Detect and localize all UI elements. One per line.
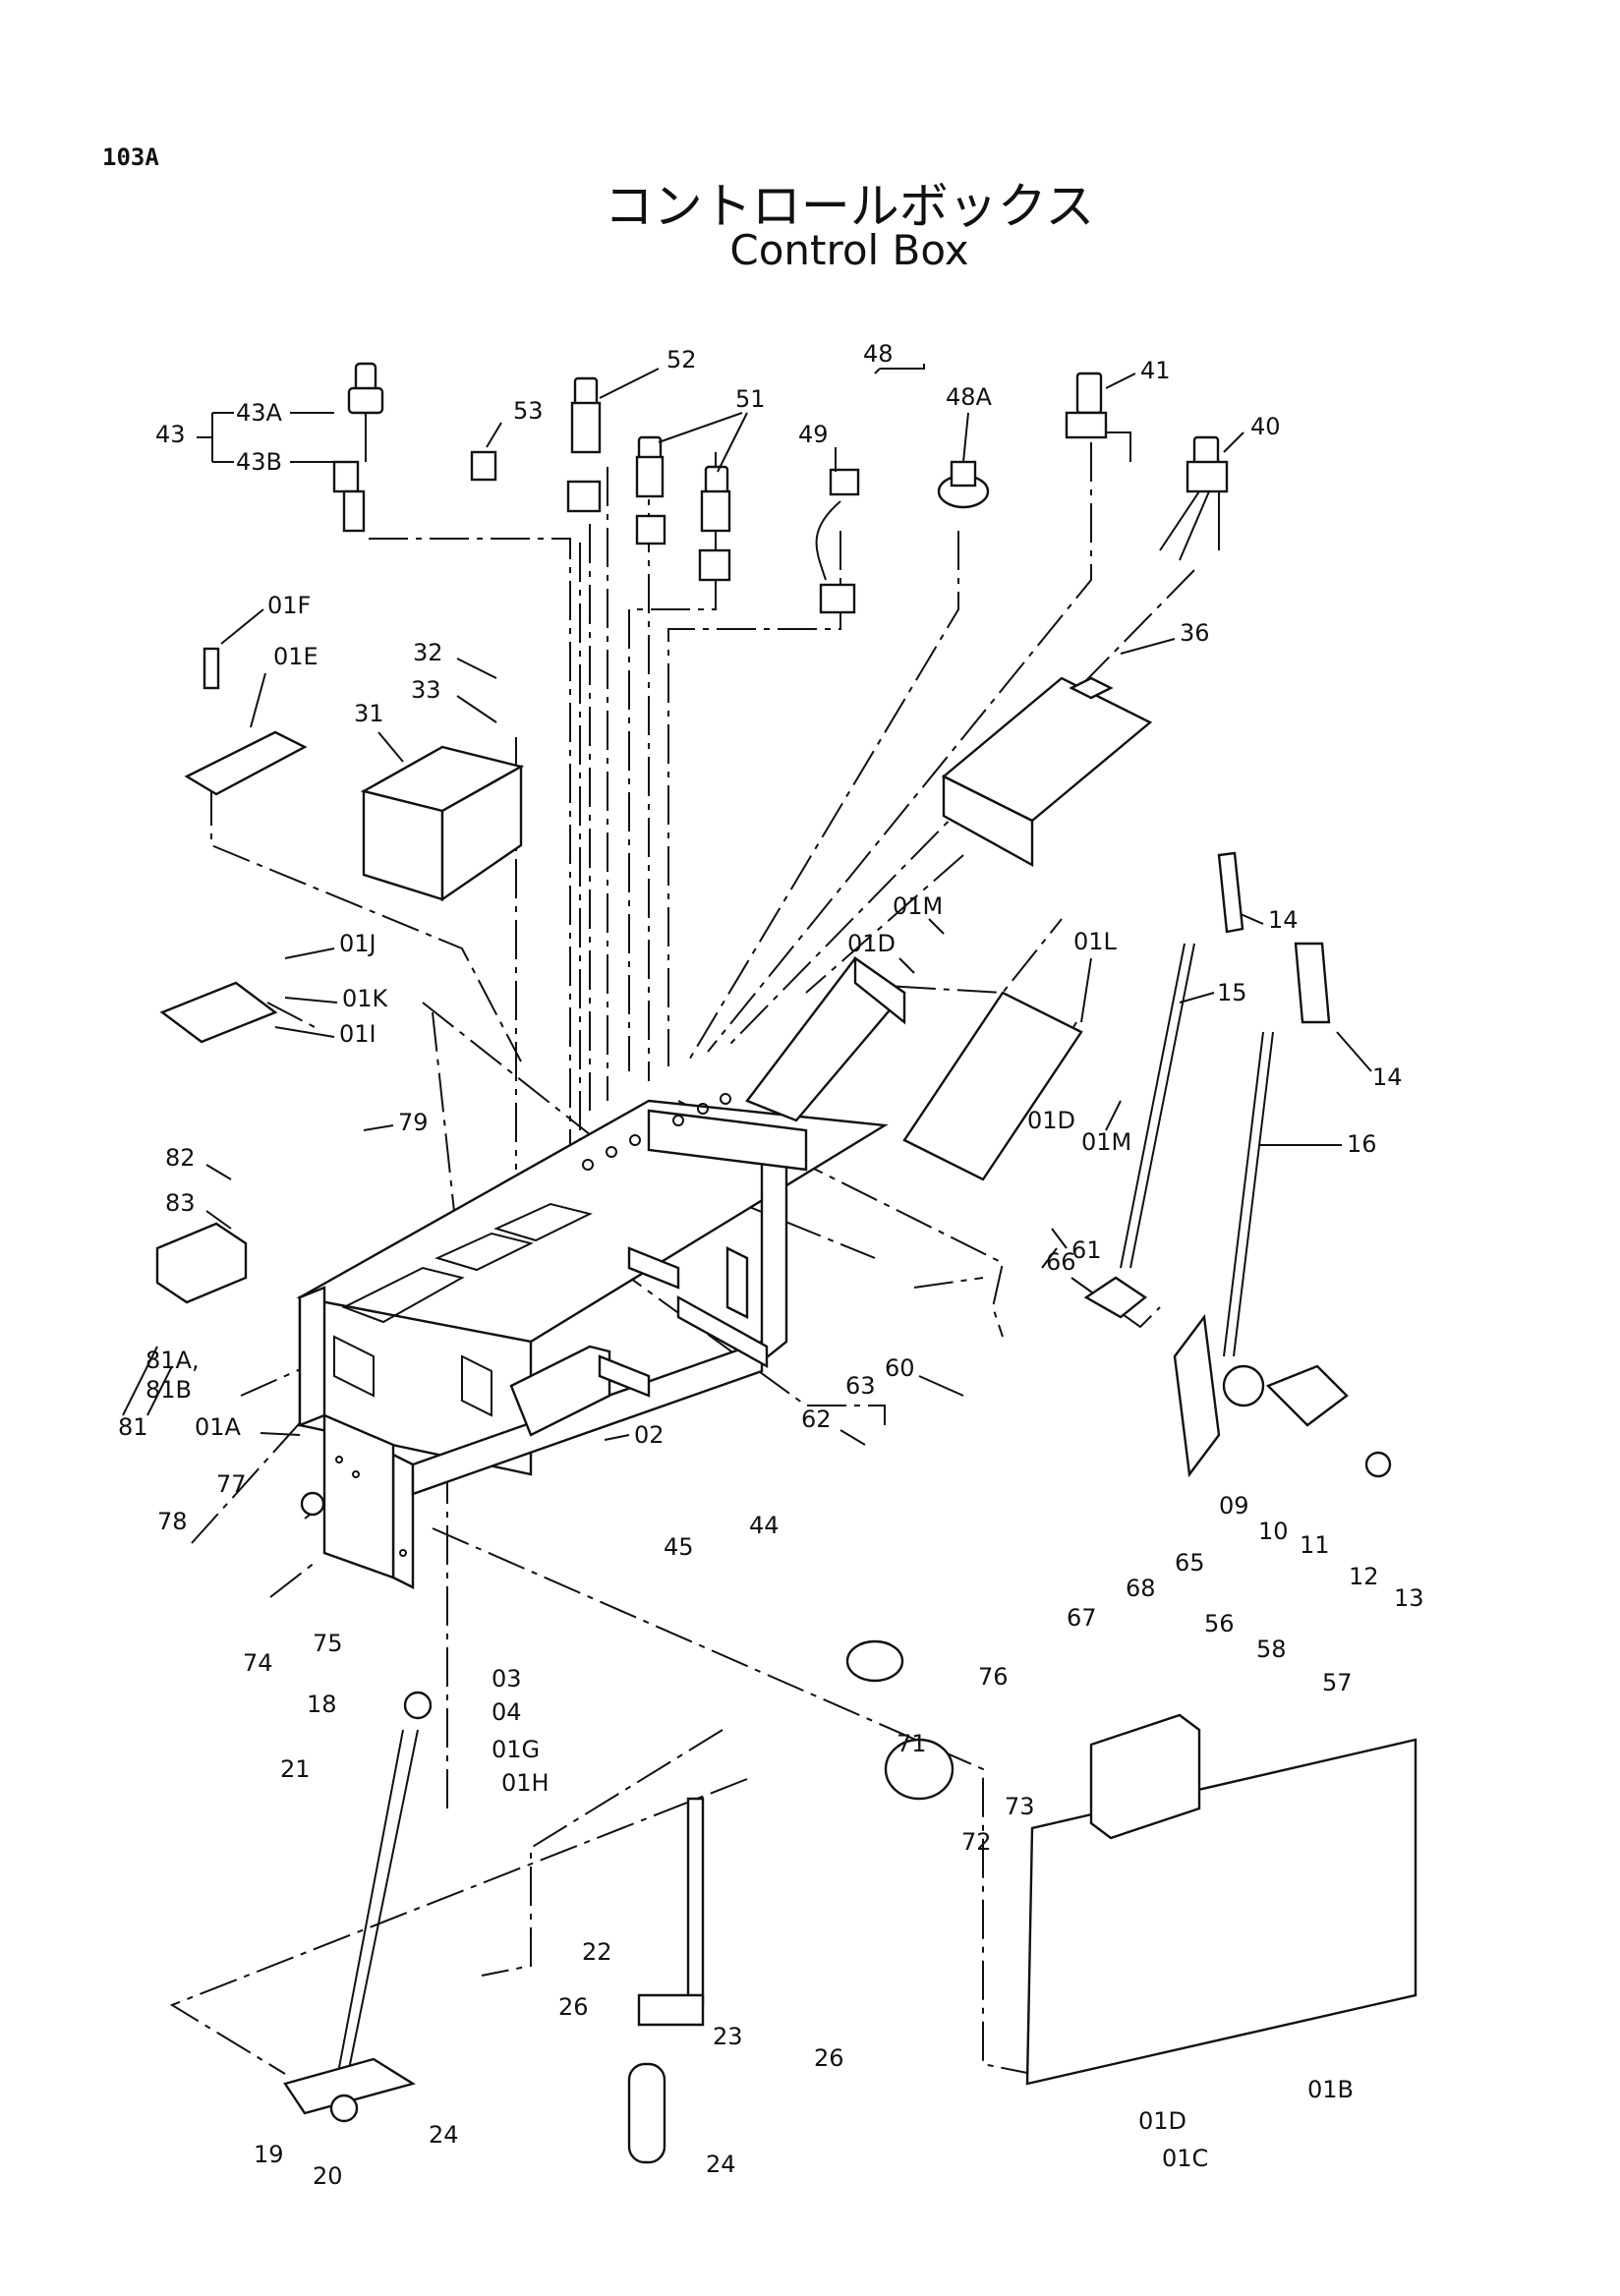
callout-31: 31: [354, 700, 384, 727]
callout-12: 12: [1349, 1563, 1379, 1590]
callout-56: 56: [1204, 1610, 1235, 1637]
callout-01D-bottom: 01D: [1138, 2107, 1186, 2135]
callout-01E: 01E: [273, 643, 318, 670]
callout-52: 52: [666, 346, 697, 373]
callout-01D-mid: 01D: [1027, 1107, 1075, 1134]
callout-23: 23: [713, 2023, 743, 2050]
callout-26-right: 26: [814, 2044, 844, 2072]
callout-76: 76: [978, 1663, 1009, 1691]
title-japanese: コントロールボックス: [604, 178, 1095, 235]
page-code: 103A: [102, 144, 159, 171]
callout-81A: 81A,: [145, 1347, 200, 1374]
callout-18: 18: [307, 1691, 337, 1718]
callout-14-right: 14: [1372, 1063, 1403, 1091]
callout-10: 10: [1258, 1518, 1289, 1545]
callout-01F: 01F: [267, 592, 311, 619]
callout-01B: 01B: [1307, 2076, 1354, 2103]
callout-58: 58: [1256, 1636, 1287, 1663]
levers: [283, 851, 1392, 2164]
callout-79: 79: [398, 1109, 429, 1136]
callout-36: 36: [1180, 619, 1210, 647]
callout-16: 16: [1347, 1130, 1377, 1158]
callout-01M-mid: 01M: [1081, 1128, 1131, 1156]
callout-60: 60: [885, 1354, 915, 1382]
callout-03: 03: [492, 1665, 522, 1693]
callout-63: 63: [845, 1372, 876, 1400]
callout-14-top: 14: [1268, 906, 1299, 934]
callout-40: 40: [1250, 413, 1281, 440]
callout-72: 72: [961, 1828, 992, 1856]
callout-73: 73: [1005, 1793, 1035, 1820]
callout-78: 78: [157, 1508, 188, 1535]
callout-02: 02: [634, 1421, 665, 1449]
callout-49: 49: [798, 421, 829, 448]
callout-33: 33: [411, 676, 441, 704]
callout-01J: 01J: [339, 930, 376, 957]
callout-01A: 01A: [195, 1413, 242, 1441]
callout-04: 04: [492, 1698, 522, 1726]
callout-77: 77: [216, 1470, 247, 1498]
callout-24-left: 24: [429, 2121, 459, 2149]
callout-43B: 43B: [236, 448, 282, 476]
callout-45: 45: [664, 1533, 694, 1561]
callout-74: 74: [243, 1649, 273, 1677]
callout-43A: 43A: [236, 399, 283, 427]
callout-01H: 01H: [501, 1769, 550, 1797]
callout-81B: 81B: [145, 1376, 192, 1404]
callout-61: 61: [1071, 1236, 1102, 1264]
callout-83: 83: [165, 1189, 196, 1217]
callout-44: 44: [749, 1512, 780, 1539]
harness-switches: [332, 362, 1229, 614]
callout-11: 11: [1300, 1531, 1330, 1559]
callout-15: 15: [1217, 979, 1247, 1006]
callout-01I: 01I: [339, 1020, 376, 1048]
callout-01L: 01L: [1073, 928, 1118, 955]
callout-75: 75: [313, 1630, 343, 1657]
callout-01K: 01K: [342, 985, 389, 1012]
callout-65: 65: [1175, 1549, 1205, 1577]
callout-62: 62: [801, 1406, 832, 1433]
callout-43: 43: [155, 421, 186, 448]
callout-19: 19: [254, 2141, 284, 2168]
callout-68: 68: [1126, 1575, 1156, 1602]
callout-67: 67: [1067, 1604, 1097, 1632]
callout-20: 20: [313, 2162, 343, 2190]
title-english: Control Box: [729, 226, 969, 274]
callout-81: 81: [118, 1413, 148, 1441]
callout-57: 57: [1322, 1669, 1353, 1696]
callout-71: 71: [897, 1730, 927, 1757]
callout-48A: 48A: [946, 383, 993, 411]
control-box-frame: [296, 955, 906, 1589]
callout-21: 21: [280, 1755, 311, 1783]
callout-22: 22: [582, 1938, 612, 1966]
callout-82: 82: [165, 1144, 196, 1172]
callout-13: 13: [1394, 1584, 1424, 1612]
callout-01C: 01C: [1162, 2145, 1208, 2172]
callout-09: 09: [1219, 1492, 1249, 1520]
callout-41: 41: [1140, 357, 1171, 384]
plates: [155, 647, 1418, 2086]
callout-labels: 43 43A 43B 53 52 51 49 48 48A 41 40 01F …: [118, 340, 1424, 2190]
callout-32: 32: [413, 639, 443, 666]
callout-26-left: 26: [558, 1993, 589, 2021]
callout-01G: 01G: [492, 1736, 540, 1763]
callout-01M-top: 01M: [893, 892, 943, 920]
callout-48: 48: [863, 340, 894, 368]
callout-24-right: 24: [706, 2151, 736, 2178]
callout-66: 66: [1046, 1248, 1076, 1276]
callout-01D-top: 01D: [847, 930, 896, 957]
callout-53: 53: [513, 397, 544, 425]
callout-51: 51: [735, 385, 766, 413]
